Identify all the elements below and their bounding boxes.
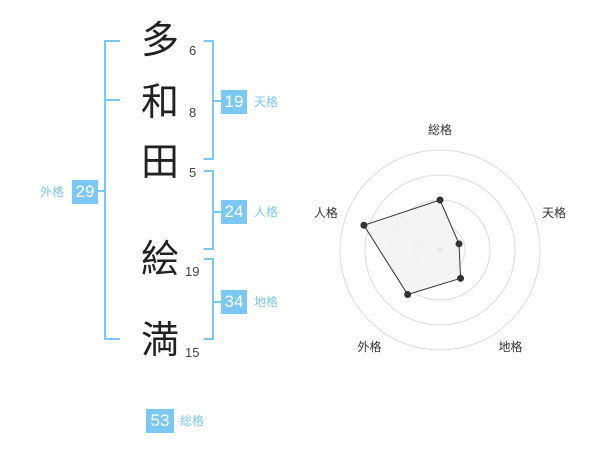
- radar-ring: [364, 174, 516, 326]
- radar-point: [404, 290, 412, 298]
- jinkaku-connector: [213, 211, 221, 213]
- jinkaku-bracket: [204, 170, 214, 250]
- soukaku-value: 53: [146, 409, 174, 433]
- stroke-count-4: 19: [185, 264, 200, 279]
- radar-axis-label: 外格: [357, 339, 381, 354]
- stroke-count-5: 15: [185, 345, 200, 360]
- radar-axis-label: 天格: [542, 205, 566, 220]
- jinkaku-label: 人格: [254, 205, 279, 219]
- chikaku-value: 34: [221, 290, 247, 314]
- gaikaku-connector: [98, 190, 106, 192]
- name-char-3: 田: [140, 140, 179, 184]
- name-char-1: 多: [140, 18, 179, 62]
- radar-point: [455, 240, 463, 248]
- gaikaku-bracket: [104, 40, 120, 340]
- stroke-count-1: 6: [189, 43, 197, 58]
- stroke-count-3: 5: [189, 165, 197, 180]
- chikaku-bracket: [204, 258, 214, 340]
- gaikaku-bracket-tick: [104, 99, 120, 101]
- chikaku-connector: [213, 301, 221, 303]
- jinkaku-value: 24: [221, 200, 247, 224]
- name-char-5: 満: [140, 318, 179, 362]
- radar-axis-label: 地格: [499, 339, 523, 354]
- soukaku-label: 総格: [180, 414, 205, 428]
- radar-axis-label: 人格: [314, 205, 338, 220]
- chikaku-label: 地格: [254, 295, 279, 309]
- radar-point: [360, 221, 368, 229]
- tenkaku-label: 天格: [254, 95, 279, 109]
- radar-point: [457, 274, 465, 282]
- gaikaku-label: 外格: [40, 185, 65, 199]
- name-char-4: 絵: [140, 237, 179, 281]
- stroke-count-2: 8: [189, 105, 197, 120]
- tenkaku-connector: [213, 100, 221, 102]
- radar-point: [436, 196, 444, 204]
- radar-axis-label: 総格: [428, 122, 452, 137]
- tenkaku-value: 19: [221, 90, 247, 114]
- radar-polygon: [363, 199, 462, 296]
- name-char-2: 和: [140, 80, 179, 124]
- gaikaku-value: 29: [72, 180, 98, 204]
